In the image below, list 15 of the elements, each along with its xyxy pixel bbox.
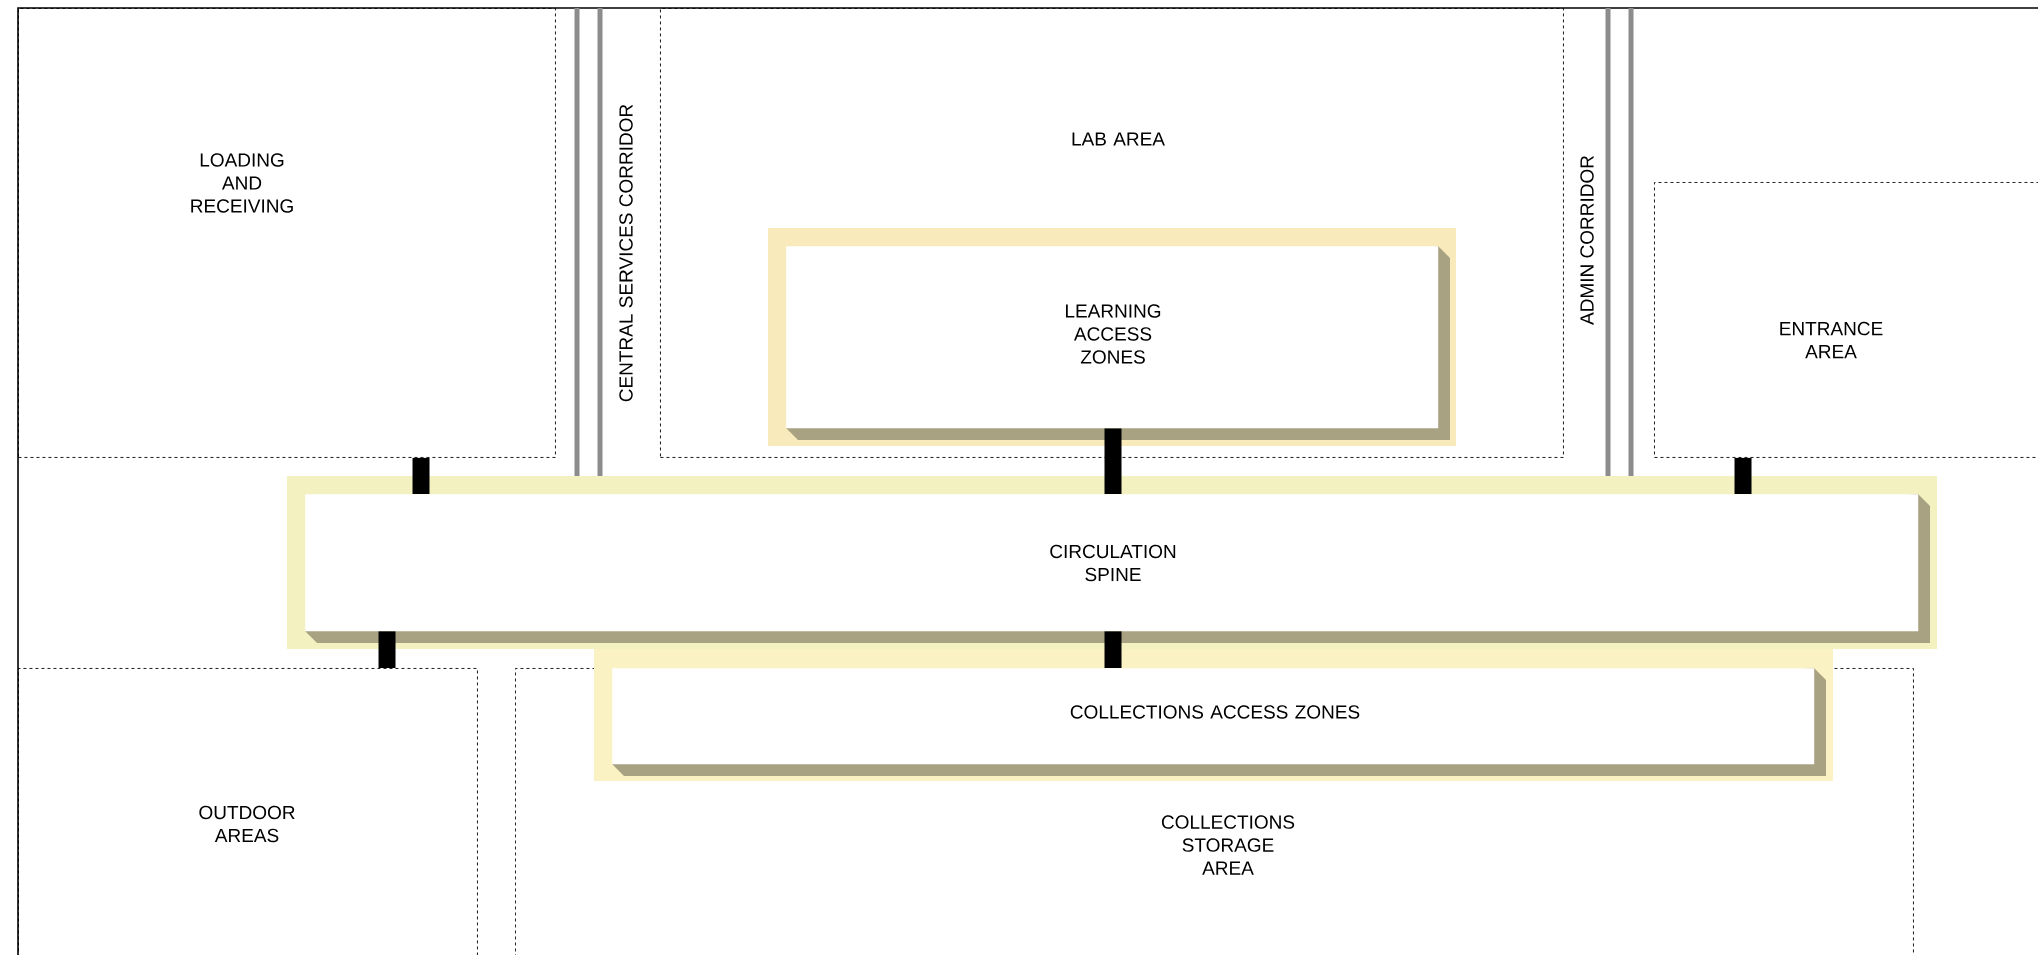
connector-bar (412, 457, 430, 494)
zone-label: COLLECTIONS ACCESS ZONES (1070, 705, 1360, 719)
connector-bar (1734, 457, 1752, 494)
corridor-label: ADMIN CORRIDOR (1580, 155, 1594, 325)
corridor-label: CENTRAL SERVICES CORRIDOR (619, 104, 633, 402)
connector-bar (1104, 631, 1122, 668)
area-label: LAB AREA (1072, 132, 1165, 146)
connector-bar (1104, 428, 1122, 494)
zone-label: LEARNING ACCESS ZONES (1066, 304, 1161, 364)
area-label: COLLECTIONS STORAGE AREA (1161, 815, 1295, 875)
area-label: OUTDOOR AREAS (199, 805, 295, 843)
connector-bar (378, 631, 396, 668)
area-label: ENTRANCE AREA (1780, 321, 1883, 359)
zone-label: CIRCULATION SPINE (1050, 544, 1176, 582)
area-label: LOADING AND RECEIVING (191, 153, 293, 213)
